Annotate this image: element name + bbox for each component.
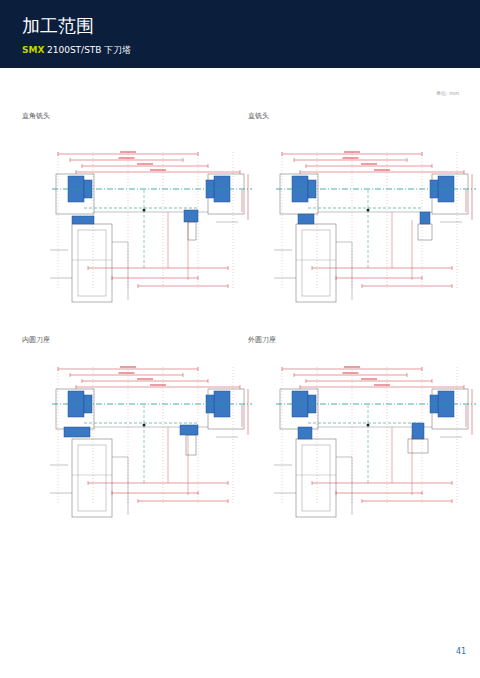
panel-heading: 直角铣头: [22, 113, 50, 121]
panel-heading: 内圆刀座: [22, 337, 50, 345]
subtitle: 2100ST/STB 下刀塔: [47, 46, 131, 56]
panel-heading: 外圆刀座: [248, 337, 276, 345]
model-name: SMX: [22, 46, 44, 56]
range-drawing: [50, 151, 252, 302]
panel-heading: 直铣头: [248, 113, 269, 121]
range-drawing: [50, 366, 252, 517]
page-title: 加工范围: [22, 16, 94, 36]
range-drawing: [274, 151, 476, 302]
page-number: 41: [456, 648, 466, 657]
range-drawing: [274, 366, 476, 517]
unit-note: 单位: mm: [436, 91, 459, 97]
